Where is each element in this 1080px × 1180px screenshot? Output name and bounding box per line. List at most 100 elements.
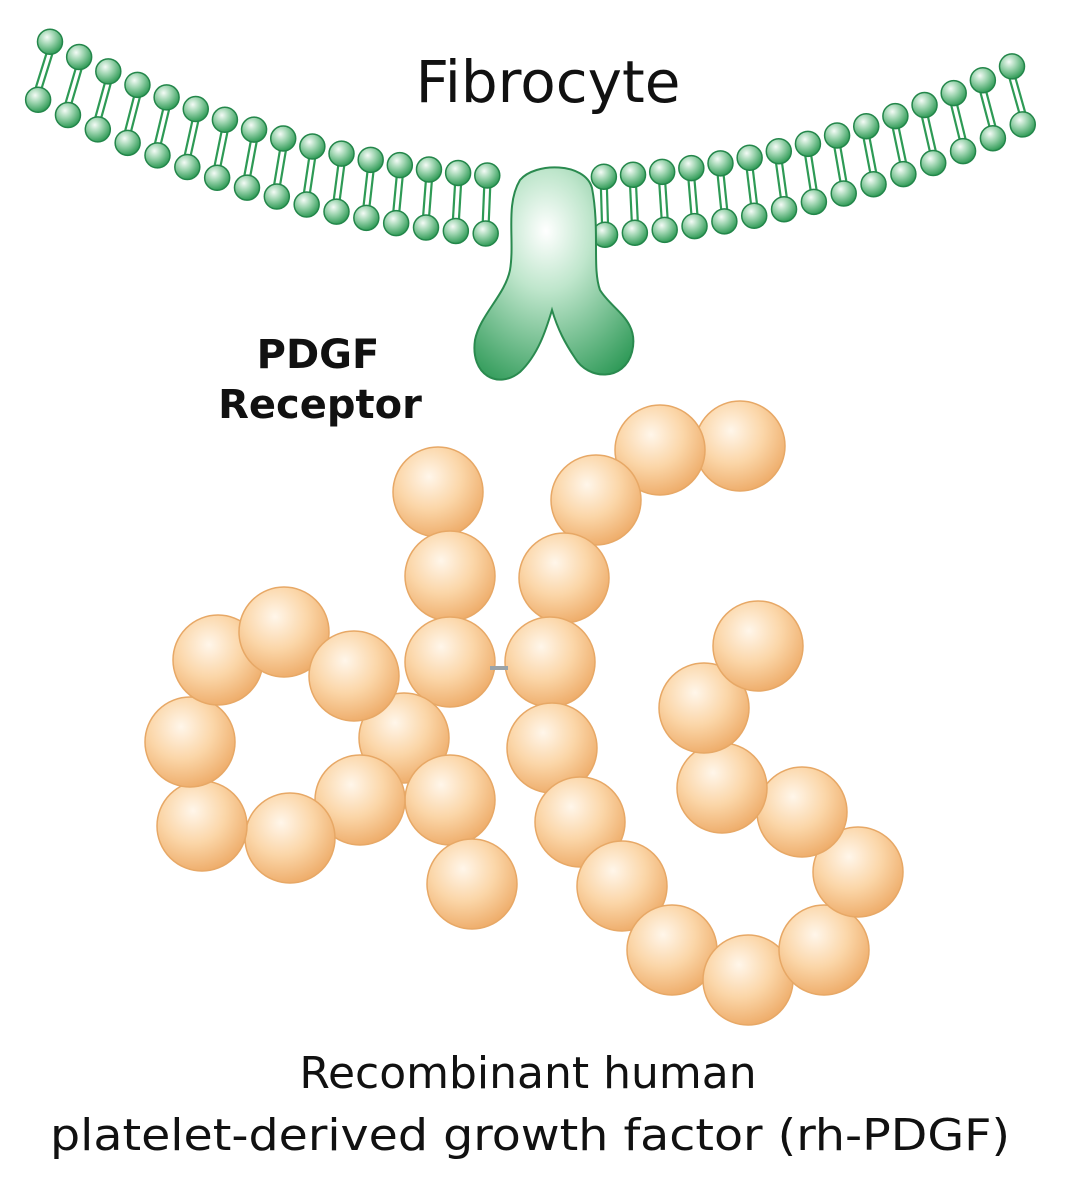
membrane-rung: [745, 167, 753, 206]
membrane-tail-links: [34, 51, 1027, 225]
protein-residue: [156, 780, 248, 872]
membrane-head: [114, 129, 141, 157]
membrane-head: [711, 208, 738, 235]
protein-residue: [238, 586, 330, 678]
protein-residue: [550, 454, 642, 546]
membrane-rung: [213, 129, 223, 169]
membrane-rung: [1013, 76, 1027, 115]
protein-residue: [694, 400, 786, 492]
membrane-head: [770, 195, 798, 223]
membrane-head: [144, 142, 171, 169]
membrane-rung: [751, 167, 759, 206]
protein-residue: [676, 742, 768, 834]
membrane-rung: [774, 161, 783, 200]
membrane-head: [648, 158, 676, 186]
membrane-rung: [332, 163, 340, 202]
protein-residue: [812, 826, 904, 918]
membrane-rung: [949, 102, 962, 142]
protein-residue: [658, 662, 750, 754]
membrane-rung: [189, 118, 200, 158]
membrane-head: [323, 198, 350, 225]
protein-residue: [308, 630, 400, 722]
membrane-head: [830, 180, 857, 207]
membrane-head: [590, 163, 618, 190]
membrane-head: [736, 144, 763, 172]
membrane-head: [65, 43, 93, 71]
membrane-head: [651, 216, 678, 244]
membrane-head: [1009, 111, 1036, 138]
membrane-head: [823, 122, 851, 149]
membrane-head: [382, 209, 410, 237]
membrane-rung: [605, 186, 610, 225]
membrane-rung: [891, 125, 902, 165]
membrane-rung: [862, 136, 872, 175]
membrane-rung: [628, 184, 633, 223]
membrane-head: [412, 214, 440, 241]
membrane-head: [233, 174, 261, 201]
membrane-head: [153, 84, 180, 111]
membrane-head: [882, 102, 909, 130]
membrane-rung: [427, 179, 434, 218]
pdgf-receptor-shape: [473, 166, 635, 381]
membrane-head: [269, 125, 297, 152]
membrane-rung: [1007, 76, 1021, 115]
membrane-head: [84, 116, 112, 143]
membrane-rung: [392, 175, 398, 214]
membrane-rung: [219, 129, 229, 169]
membrane-rung: [780, 161, 789, 200]
protein-residue: [504, 616, 596, 708]
membrane-head: [36, 28, 64, 56]
protein-residue: [614, 404, 706, 496]
membrane-head: [444, 159, 472, 187]
membrane-rung: [487, 185, 492, 224]
membrane-head: [740, 202, 768, 230]
membrane-head: [415, 156, 443, 183]
membrane-rung: [248, 139, 259, 178]
membrane-head: [442, 217, 470, 245]
membrane-rung: [839, 145, 848, 184]
membrane-rung: [658, 181, 663, 220]
membrane-rung: [687, 177, 693, 217]
membrane-head: [979, 124, 1007, 152]
membrane-rung: [129, 94, 142, 134]
protein-residue: [778, 904, 870, 996]
membrane-rung: [920, 114, 932, 154]
membrane-head: [353, 204, 380, 232]
protein-residue: [576, 840, 668, 932]
membrane-head: [328, 140, 355, 167]
protein-residue: [404, 530, 496, 622]
membrane-head: [852, 113, 880, 140]
membrane-head: [794, 130, 822, 158]
membrane-rung: [481, 185, 486, 224]
membrane-rung: [634, 184, 639, 223]
protein-residue: [712, 600, 804, 692]
membrane-rung: [242, 139, 253, 178]
membrane-rung: [716, 173, 723, 212]
membrane-rung: [308, 156, 317, 195]
membrane-head: [919, 149, 947, 177]
membrane-head: [211, 106, 239, 134]
membrane-rung: [868, 136, 878, 175]
membrane-rung: [984, 89, 997, 129]
membrane-rung: [451, 182, 457, 222]
membrane-head: [890, 160, 917, 188]
receptor-label-line2: Receptor: [218, 382, 422, 428]
membrane-rung: [153, 107, 165, 146]
membrane-rung: [809, 153, 818, 192]
pdgf-protein-chains: [144, 400, 904, 1026]
protein-residue: [244, 792, 336, 884]
membrane-rung: [926, 114, 938, 154]
membrane-rung: [338, 163, 346, 202]
membrane-rung: [599, 186, 604, 225]
caption-line1: Recombinant human: [299, 1048, 756, 1099]
membrane-rung: [278, 148, 288, 187]
membrane-rung: [302, 156, 311, 195]
membrane-head: [707, 150, 734, 177]
membrane-rung: [693, 177, 699, 217]
protein-residue: [404, 616, 496, 708]
membrane-head: [174, 153, 201, 181]
membrane-rung: [421, 179, 428, 218]
membrane-rung: [69, 66, 84, 106]
membrane-head: [619, 161, 647, 188]
